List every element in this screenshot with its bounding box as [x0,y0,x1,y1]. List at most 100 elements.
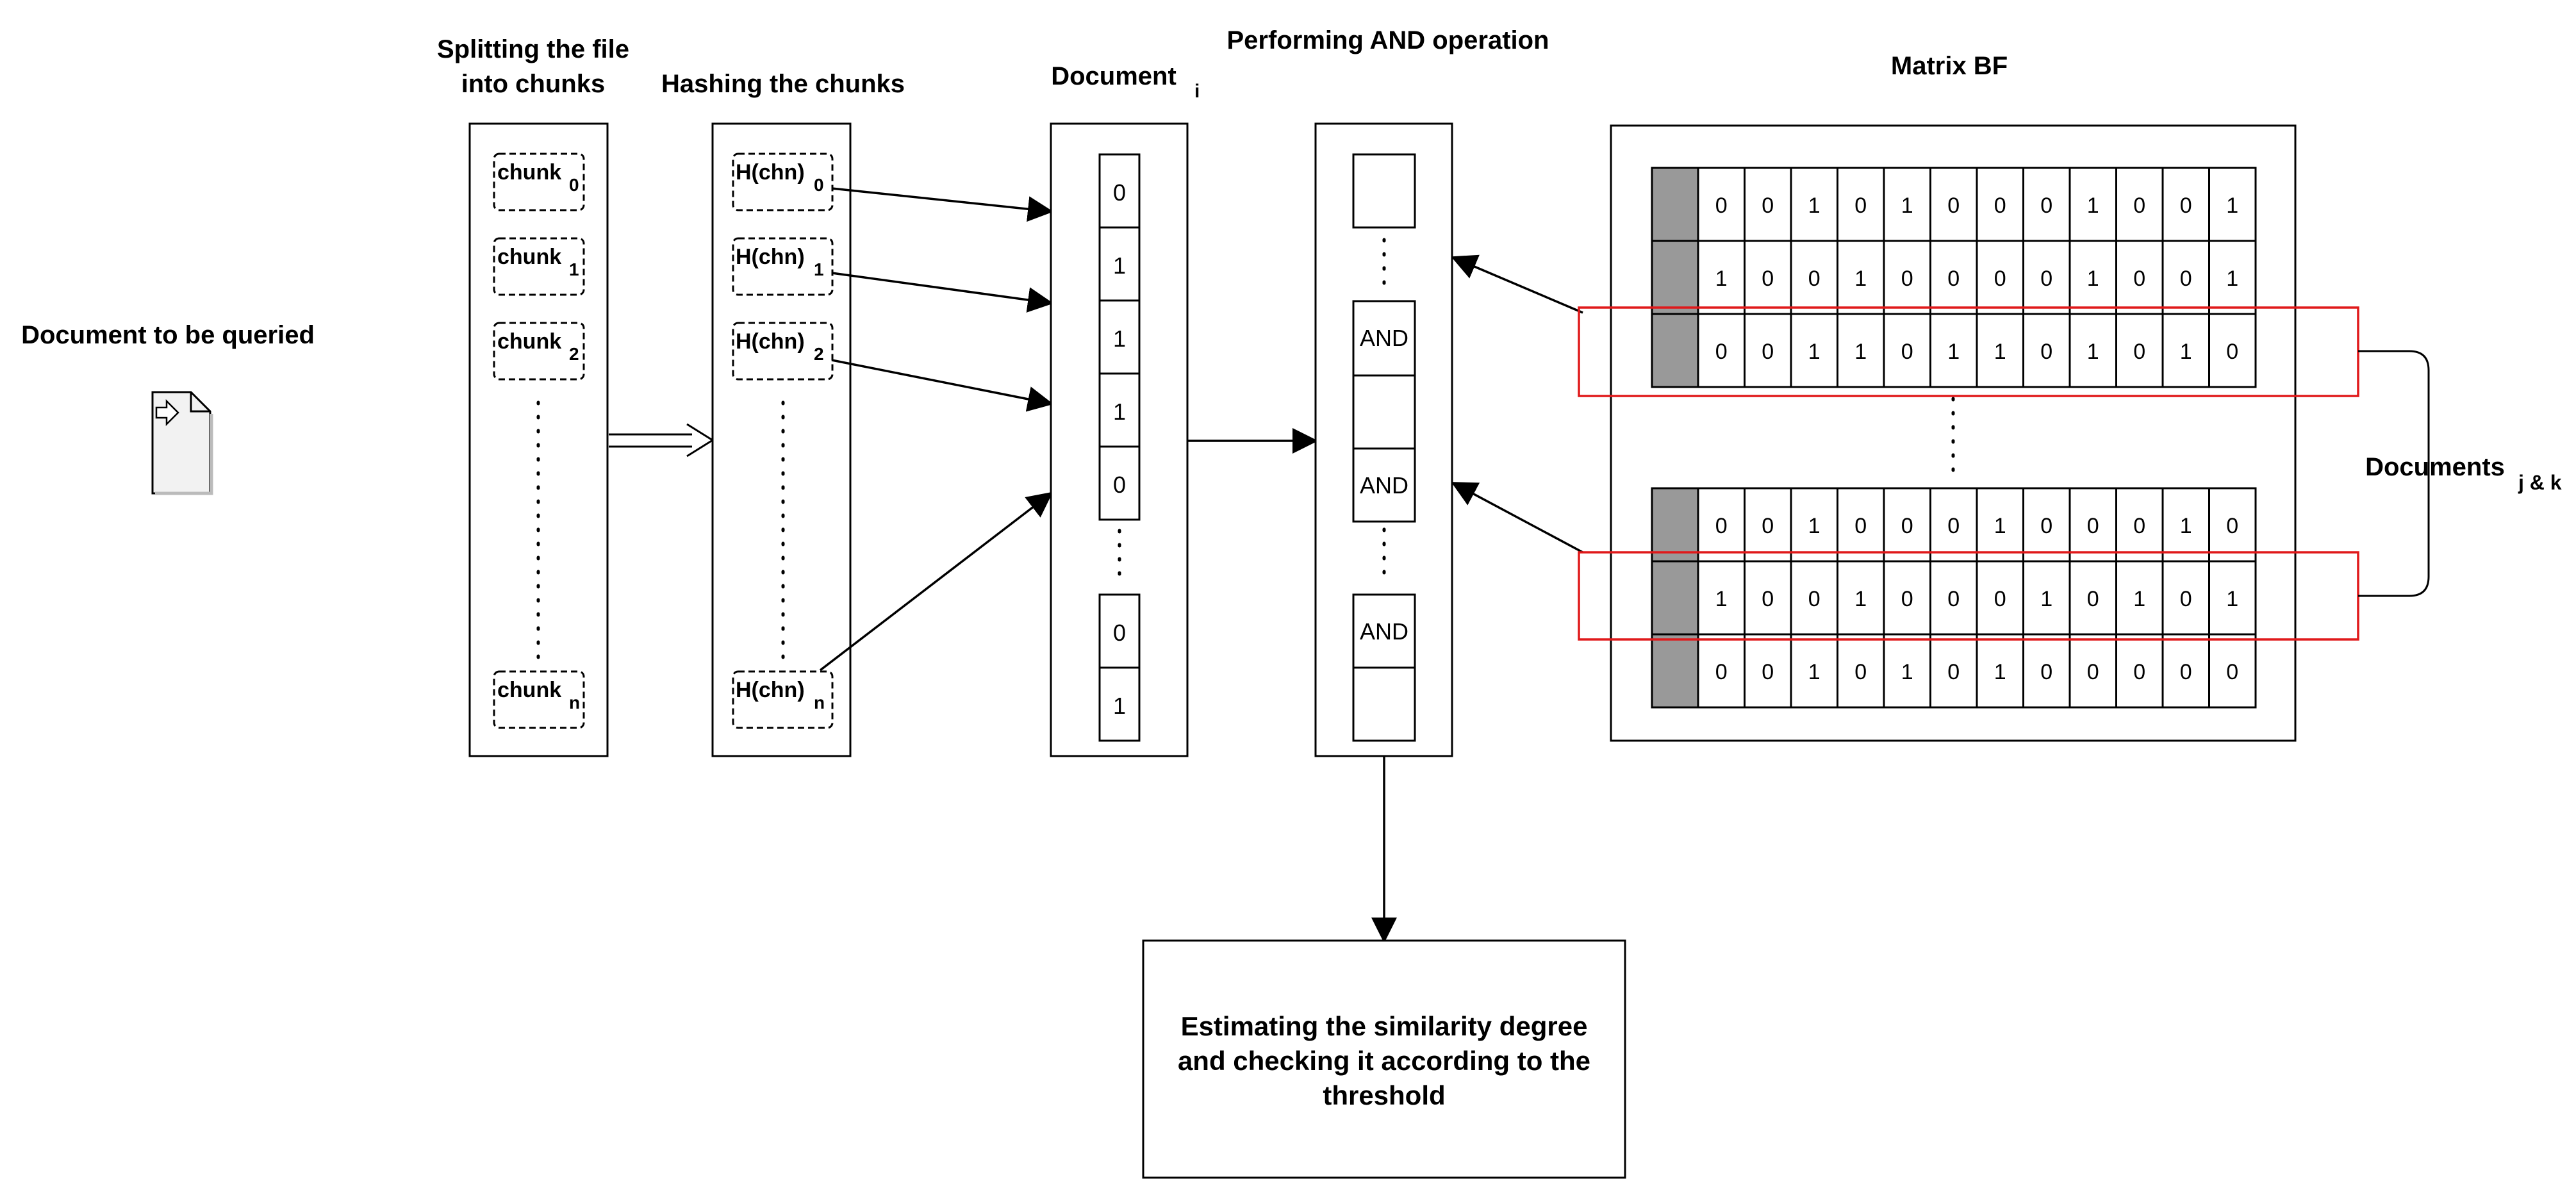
matrix-cell [1697,313,1746,388]
matrix-cell-value: 1 [2226,194,2238,218]
chunk-label: chunk [497,329,561,354]
matrix-cell-value: 1 [1901,194,1913,218]
hash-box: H(chn)0 [732,152,834,211]
and-cell [1352,153,1416,229]
matrix-cell-value: 0 [1947,194,1960,218]
bit-cell [1098,445,1141,521]
matrix-cell [1883,633,1931,709]
query-doc-label: Document to be queried [21,321,315,349]
and-cell-label: AND [1360,618,1408,645]
and-cell [1352,447,1416,523]
matrix-cell-value: 0 [2180,194,2192,218]
matrix-cell-value: 1 [1994,660,2006,684]
matrix-cell [1790,633,1838,709]
matrix-cell-value: 0 [2087,660,2099,684]
matrix-cell [1744,560,1792,636]
matrix-cell-value: 0 [2133,660,2145,684]
matrix-cell-value: 1 [1947,340,1960,364]
matrix-cell-value: 1 [2087,194,2099,218]
matrix-cell-value: 1 [2040,587,2052,611]
chunk-frame [493,670,585,729]
matrix-row-header [1651,313,1699,388]
matrix-cell-value: 0 [1808,267,1821,291]
matrix-cell-value: 1 [1994,514,2006,538]
matrix-cell-value: 0 [1715,514,1728,538]
documents-sub: j & k [2518,471,2562,494]
matrix-cell-value: 0 [2133,267,2145,291]
hash-title: Hashing the chunks [661,70,905,98]
hash-frame [732,322,834,381]
matrix-cell-value: 0 [1762,194,1774,218]
matrix-cell-value: 1 [2180,340,2192,364]
document-title: Document i [1051,62,1200,102]
bit-value: 0 [1113,472,1126,498]
bit-cell [1098,299,1141,375]
and-title: Performing AND operation [1227,26,1549,54]
matrix-cell-value: 1 [1808,194,1821,218]
result-line-1: Estimating the similarity degree [1181,1011,1588,1041]
chunk-sub: 1 [569,259,579,279]
matrix-cell-value: 0 [2040,660,2052,684]
hash-to-doc-arrows [819,187,1053,671]
matrix-cell-value: 0 [2133,194,2145,218]
matrix-row-header [1651,560,1699,636]
matrix-cell-value: 1 [1715,267,1728,291]
matrix-cell-value: 0 [1715,660,1728,684]
document-icon [151,391,213,495]
split-container [468,122,609,757]
matrix-cell-value: 0 [2040,194,2052,218]
matrix-cell [1790,560,1838,636]
matrix-cell [2115,560,2164,636]
chunk-sub: 2 [569,344,579,364]
matrix-cell-value: 0 [2180,587,2192,611]
matrix-cell-value: 0 [2040,340,2052,364]
matrix-row-header [1651,633,1699,709]
and-cell-label: AND [1360,325,1408,351]
matrix-cell-value: 0 [1762,340,1774,364]
document-title-sub: i [1194,81,1200,102]
matrix-cell-value: 0 [2226,514,2238,538]
hash-box: H(chn)2 [732,322,834,381]
matrix-cell [1744,487,1792,563]
matrix-cell [1790,313,1838,388]
matrix-cell [2068,167,2117,242]
matrix-cell-value: 0 [1808,587,1821,611]
hash-frame [732,152,834,211]
bit-value: 1 [1113,399,1126,425]
matrix-cell [1883,487,1931,563]
matrix-cell [1837,560,1885,636]
matrix-cell-value: 1 [2180,514,2192,538]
chunk-sub: n [569,693,580,712]
result-box [1142,939,1626,1179]
bit-value: 0 [1113,620,1126,646]
matrix-cell-value: 0 [1715,194,1728,218]
matrix-cell-value: 1 [1854,340,1867,364]
matrix-cell-value: 0 [1854,514,1867,538]
and-cell [1352,374,1416,450]
matrix-cell [1883,167,1931,242]
matrix-cell [2208,633,2257,709]
matrix-cell-value: 0 [1762,660,1774,684]
bit-value: 1 [1113,252,1126,279]
result-line-2: and checking it according to the [1178,1046,1590,1076]
matrix-cell-value: 0 [1762,267,1774,291]
matrix-cell-value: 0 [1947,514,1960,538]
matrix-cell-value: 0 [2087,514,2099,538]
matrix-cell-value: 1 [1854,587,1867,611]
and-cell [1352,666,1416,742]
matrix-cell [1697,633,1746,709]
matrix-row-header [1651,167,1699,242]
matrix-cell [1976,313,2024,388]
matrix-cell-value: 0 [1994,267,2006,291]
split-title-line1: Splitting the file [437,35,629,63]
matrix-cell-value: 0 [2087,587,2099,611]
matrix-cell-value: 1 [1994,340,2006,364]
hash-frame [732,670,834,729]
matrix-cell-value: 0 [2133,514,2145,538]
matrix-cell [1976,560,2024,636]
hash-sub: n [814,693,825,712]
bit-value: 1 [1113,693,1126,719]
document-title-text: Document [1051,62,1177,90]
